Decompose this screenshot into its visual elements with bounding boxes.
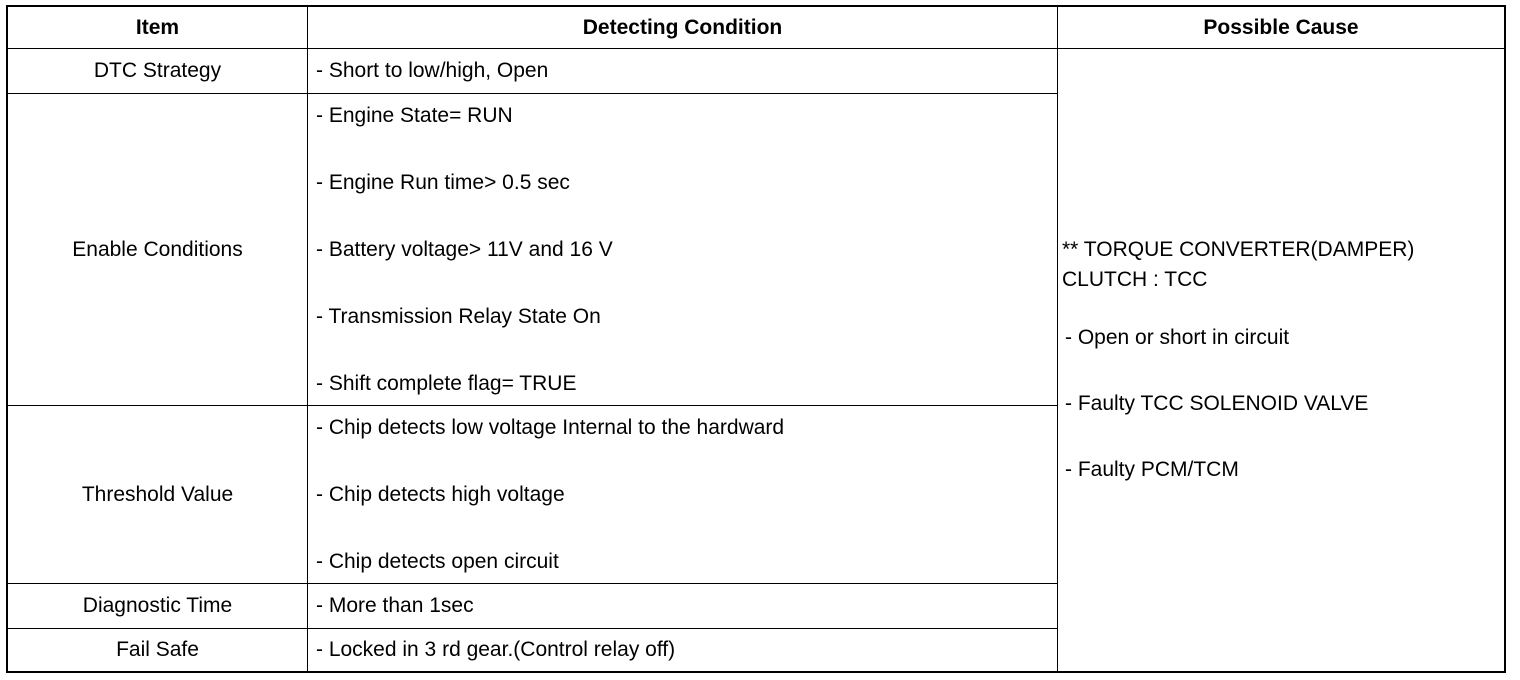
row-fail-safe-condition: - Locked in 3 rd gear.(Control relay off… (308, 629, 1058, 671)
cause-item: - Open or short in circuit (1065, 326, 1290, 349)
condition-line: - Battery voltage> 11V and 16 V (316, 237, 613, 261)
row-dtc-strategy-condition: - Short to low/high, Open (308, 49, 1058, 94)
row-diagnostic-time-condition: - More than 1sec (308, 584, 1058, 629)
condition-line: - Engine Run time> 0.5 sec (316, 170, 570, 194)
condition-line: - Chip detects low voltage Internal to t… (316, 416, 785, 439)
cause-item: - Faulty TCC SOLENOID VALVE (1065, 392, 1369, 415)
condition-line: - Short to low/high, Open (316, 59, 549, 83)
header-possible-cause: Possible Cause (1058, 7, 1504, 49)
condition-line: - Locked in 3 rd gear.(Control relay off… (316, 638, 676, 662)
condition-line: - Chip detects open circuit (316, 549, 559, 573)
row-fail-safe-item: Fail Safe (8, 629, 308, 671)
diagnostic-table: Item Detecting Condition Possible Cause … (6, 5, 1506, 673)
header-item: Item (8, 7, 308, 49)
row-threshold-value-condition: - Chip detects low voltage Internal to t… (308, 406, 1058, 584)
header-detecting-condition: Detecting Condition (308, 7, 1058, 49)
row-enable-conditions-condition: - Engine State= RUN - Engine Run time> 0… (308, 94, 1058, 406)
row-dtc-strategy-item: DTC Strategy (8, 49, 308, 94)
cause-item: - Faulty PCM/TCM (1065, 458, 1239, 481)
condition-line: - Transmission Relay State On (316, 304, 601, 328)
condition-line: - More than 1sec (316, 594, 474, 618)
cause-title: ** TORQUE CONVERTER(DAMPER) CLUTCH : TCC (1062, 238, 1415, 291)
condition-line: - Chip detects high voltage (316, 482, 565, 506)
condition-line: - Engine State= RUN (316, 104, 513, 127)
row-enable-conditions-item: Enable Conditions (8, 94, 308, 406)
row-threshold-value-item: Threshold Value (8, 406, 308, 584)
row-diagnostic-time-item: Diagnostic Time (8, 584, 308, 629)
possible-cause-cell: ** TORQUE CONVERTER(DAMPER) CLUTCH : TCC… (1058, 49, 1504, 671)
condition-line: - Shift complete flag= TRUE (316, 371, 577, 395)
